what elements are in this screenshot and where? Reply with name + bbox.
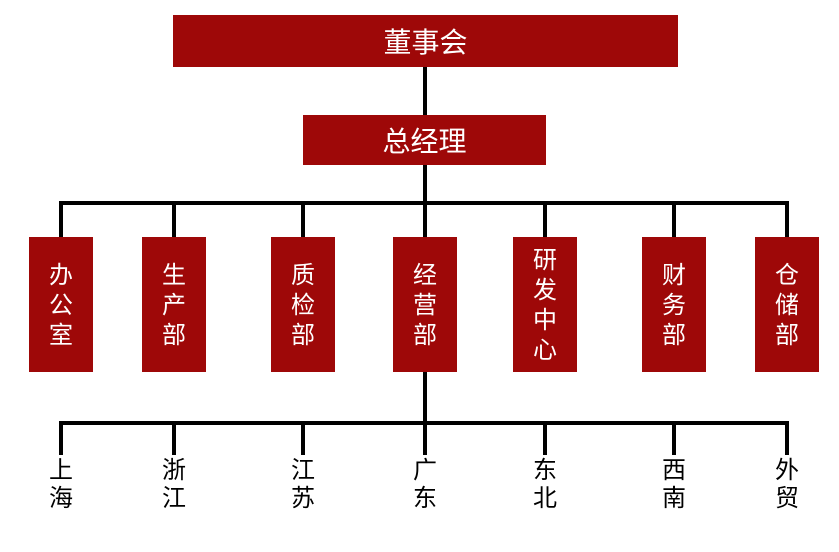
connector-drop-region [543, 421, 547, 455]
region-label-text: 江苏 [290, 456, 315, 512]
region-label-text: 广东 [412, 456, 437, 512]
region-label-jiangsu: 江苏 [281, 456, 325, 512]
org-node-board-label: 董事会 [383, 26, 468, 59]
org-node-dept-production: 生产部 [142, 237, 206, 372]
connector-drop-dept [423, 201, 427, 237]
region-label-southwest: 西南 [652, 456, 696, 512]
org-node-dept-rnd: 研发中心 [513, 237, 577, 372]
connector-drop-dept [59, 201, 63, 237]
connector-drop-dept [672, 201, 676, 237]
region-label-guangdong: 广东 [403, 456, 447, 512]
connector-operations-rail [423, 372, 427, 421]
org-node-dept-label: 财务部 [661, 260, 686, 349]
org-node-dept-label: 质检部 [290, 260, 315, 349]
connector-drop-region [672, 421, 676, 455]
region-label-foreign-trade: 外贸 [765, 456, 809, 512]
org-node-dept-quality: 质检部 [271, 237, 335, 372]
region-label-text: 外贸 [774, 456, 799, 512]
connector-drop-region [172, 421, 176, 455]
org-node-dept-label: 办公室 [48, 260, 73, 349]
connector-drop-dept [785, 201, 789, 237]
org-node-dept-office: 办公室 [29, 237, 93, 372]
org-node-dept-operations: 经营部 [393, 237, 457, 372]
connector-drop-dept [301, 201, 305, 237]
connector-drop-region [423, 421, 427, 455]
connector-board-manager [423, 67, 427, 115]
org-node-dept-label: 经营部 [412, 260, 437, 349]
region-label-shanghai: 上海 [39, 456, 83, 512]
region-label-text: 东北 [532, 456, 557, 512]
org-node-manager: 总经理 [303, 115, 546, 165]
org-node-dept-label: 仓储部 [774, 260, 799, 349]
region-label-text: 上海 [48, 456, 73, 512]
org-node-dept-label: 生产部 [161, 260, 186, 349]
org-node-manager-label: 总经理 [382, 125, 467, 158]
region-label-text: 浙江 [161, 456, 186, 512]
org-node-dept-finance: 财务部 [642, 237, 706, 372]
connector-drop-dept [543, 201, 547, 237]
org-node-dept-label: 研发中心 [532, 245, 557, 364]
region-label-text: 西南 [661, 456, 686, 512]
connector-manager-rail [423, 165, 427, 203]
connector-drop-region [59, 421, 63, 455]
region-label-northeast: 东北 [523, 456, 567, 512]
connector-drop-region [301, 421, 305, 455]
org-node-dept-warehouse: 仓储部 [755, 237, 819, 372]
connector-drop-region [785, 421, 789, 455]
connector-drop-dept [172, 201, 176, 237]
org-node-board: 董事会 [173, 15, 678, 67]
region-label-zhejiang: 浙江 [152, 456, 196, 512]
